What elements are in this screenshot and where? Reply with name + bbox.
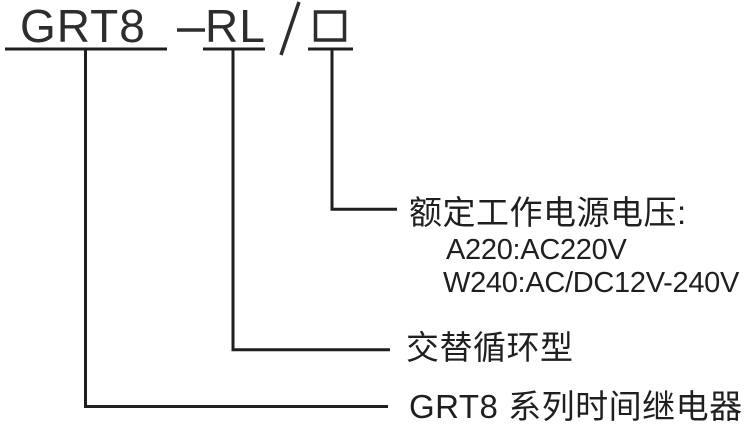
voltage-leader-line bbox=[330, 49, 397, 211]
model-series-code: GRT8 bbox=[20, 0, 146, 52]
model-type-code: RL bbox=[205, 0, 266, 52]
callout-voltage-option-a220: A220:AC220V bbox=[446, 234, 627, 266]
callout-type-title: 交替循环型 bbox=[406, 329, 574, 366]
callout-voltage-title: 额定工作电源电压: bbox=[409, 194, 687, 231]
series-leader-line bbox=[84, 49, 388, 408]
slash-separator-icon bbox=[279, 1, 301, 56]
callout-series-title: GRT8 系列时间继电器 bbox=[409, 388, 743, 425]
type-leader-line bbox=[231, 49, 390, 352]
callout-voltage-option-w240: W240:AC/DC12V-240V bbox=[443, 267, 740, 299]
blank-box-icon bbox=[313, 10, 347, 42]
